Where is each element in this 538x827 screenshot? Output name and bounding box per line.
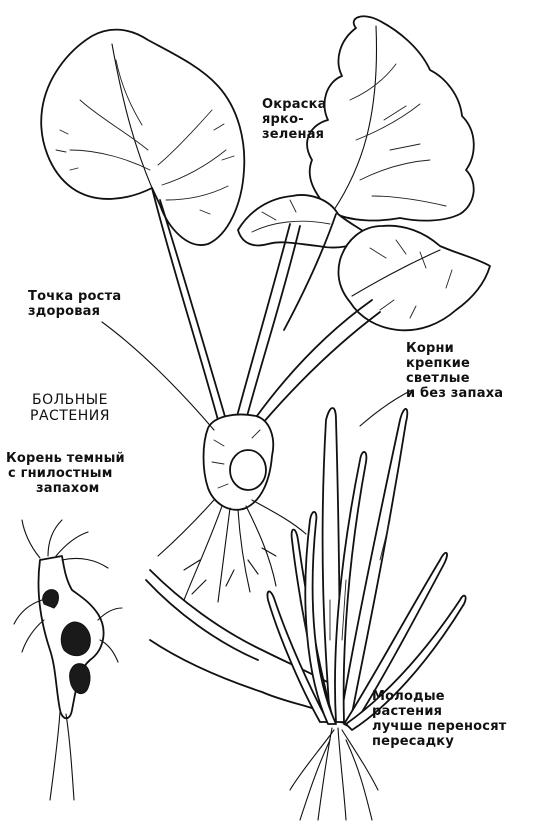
label-leaf-color-line-3: зеленая [262,128,327,143]
label-young-plants-line-1: Молодые [372,690,507,705]
label-roots-healthy-line-1: Корни [406,342,503,357]
label-growth-point-line-1: Точка роста [28,290,121,305]
label-young-plants: Молодые растения лучше переносят пересад… [372,690,507,750]
label-root-dark-line-2: с гнилостным [8,467,125,482]
label-growth-point-line-2: здоровая [28,305,121,320]
diseased-rhizome [14,520,122,800]
label-young-plants-line-4: пересадку [372,735,507,750]
label-young-plants-line-2: растения [372,705,507,720]
label-root-dark: Корень темный с гнилостным запахом [6,452,125,497]
label-roots-healthy-line-3: светлые [406,372,503,387]
curled-leaf-lower-right [338,226,490,331]
label-sick-plants-heading: БОЛЬНЫЕ РАСТЕНИЯ [30,392,110,424]
large-leaf-left [41,30,244,245]
pointer-lines [102,322,412,430]
label-young-plants-line-3: лучше переносят [372,720,507,735]
label-roots-healthy: Корни крепкие светлые и без запаха [406,342,503,402]
label-root-dark-line-3: запахом [36,482,125,497]
label-roots-healthy-line-4: и без запаха [406,387,503,402]
label-root-dark-line-1: Корень темный [6,452,125,467]
ruffled-leaf-right [307,16,474,220]
label-leaf-color: Окраска ярко- зеленая [262,98,327,143]
label-sick-plants-line-2: РАСТЕНИЯ [30,408,110,424]
rhizome-growth-point [204,415,274,510]
label-roots-healthy-line-2: крепкие [406,357,503,372]
label-leaf-color-line-2: ярко- [262,113,327,128]
young-plants [267,408,465,820]
label-sick-plants-line-1: БОЛЬНЫЕ [30,392,110,408]
label-leaf-color-line-1: Окраска [262,98,327,113]
label-growth-point: Точка роста здоровая [28,290,121,320]
